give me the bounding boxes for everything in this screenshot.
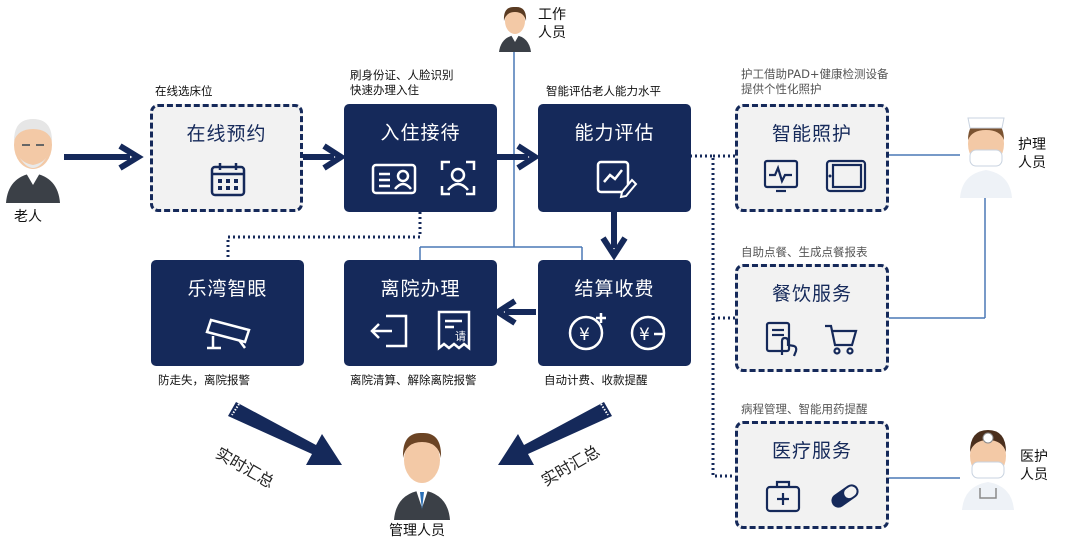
doctor-label-line1: 医护 (1020, 449, 1048, 465)
dotted-service-bus (690, 154, 736, 478)
dining-caption: 自助点餐、生成点餐报表 (741, 245, 868, 259)
arrow-billing-discharge (492, 298, 517, 326)
summary-arrow-left (228, 402, 342, 465)
node-checkin-reception[interactable]: 入住接待 (344, 104, 497, 212)
nurse-label-line2: 人员 (1018, 155, 1046, 171)
checkin-caption-line1: 刷身份证、人脸识别 (350, 68, 454, 82)
doctor-label-line2: 人员 (1020, 467, 1048, 483)
medical-caption: 病程管理、智能用药提醒 (741, 402, 868, 416)
node-title: 乐湾智眼 (187, 278, 268, 300)
first-aid-icon (765, 480, 801, 513)
menu-tap-icon (765, 321, 798, 357)
node-title: 餐饮服务 (771, 283, 852, 305)
assess-caption: 智能评估老人能力水平 (546, 84, 661, 98)
assessment-icon (596, 160, 638, 199)
node-smart-care[interactable]: 智能照护 (735, 104, 889, 212)
elder-avatar (6, 119, 60, 203)
yuan-plus-icon: ¥ (568, 313, 606, 351)
cart-icon (825, 324, 858, 355)
manager-avatar (394, 432, 450, 520)
tablet-icon (825, 159, 867, 193)
node-title: 离院办理 (380, 278, 461, 300)
arrow-checkin-assess (516, 143, 541, 171)
arrow-assess-billing (600, 236, 628, 261)
receipt-icon: 请 (437, 310, 471, 351)
node-title: 医疗服务 (771, 440, 852, 462)
node-discharge[interactable]: 离院办理 请 (344, 260, 497, 366)
monitor-icon (763, 159, 799, 193)
staff-avatar (499, 6, 531, 52)
doctor-avatar (962, 430, 1014, 510)
pill-icon (831, 484, 859, 508)
reserve-caption: 在线选床位 (155, 84, 213, 98)
exit-icon (370, 314, 408, 348)
node-medical-service[interactable]: 医疗服务 (735, 421, 889, 529)
cctv-camera-icon (205, 318, 251, 350)
node-dining-service[interactable]: 餐饮服务 (735, 264, 889, 372)
care-caption-line1: 护工借助PAD+健康检测设备 (741, 67, 889, 81)
care-caption-line2: 提供个性化照护 (741, 82, 822, 96)
node-online-reservation[interactable]: 在线预约 (150, 104, 303, 212)
node-title: 智能照护 (771, 123, 852, 145)
node-ability-assessment[interactable]: 能力评估 (538, 104, 691, 212)
summary-arrow-right (498, 402, 612, 465)
arrow-reserve-checkin (322, 143, 347, 171)
elder-label: 老人 (14, 209, 42, 225)
svg-text:¥: ¥ (639, 325, 650, 345)
manager-label: 管理人员 (389, 523, 445, 539)
node-title: 入住接待 (380, 122, 461, 144)
node-title: 在线预约 (186, 123, 267, 145)
id-card-icon (371, 163, 417, 195)
nurse-avatar (960, 117, 1012, 198)
yuan-minus-icon: ¥ (630, 315, 666, 351)
staff-label-line2: 人员 (538, 25, 566, 41)
discharge-caption: 离院清算、解除离院报警 (350, 373, 477, 387)
checkin-caption-line2: 快速办理入住 (350, 83, 419, 97)
node-billing[interactable]: 结算收费 ¥ ¥ (538, 260, 691, 366)
svg-text:¥: ¥ (579, 325, 590, 345)
dotted-camera-link (226, 212, 422, 262)
node-smart-eye[interactable]: 乐湾智眼 (151, 260, 304, 366)
face-scan-icon (440, 160, 476, 196)
staff-label-line1: 工作 (538, 7, 566, 23)
calendar-icon (210, 163, 246, 197)
node-title: 能力评估 (574, 122, 655, 144)
arrow-elder-reserve (118, 143, 144, 171)
camera-caption: 防走失，离院报警 (158, 373, 250, 387)
nurse-label-line1: 护理 (1018, 137, 1046, 153)
svg-text:请: 请 (455, 330, 466, 343)
node-title: 结算收费 (574, 278, 655, 300)
billing-caption: 自动计费、收款提醒 (544, 373, 648, 387)
